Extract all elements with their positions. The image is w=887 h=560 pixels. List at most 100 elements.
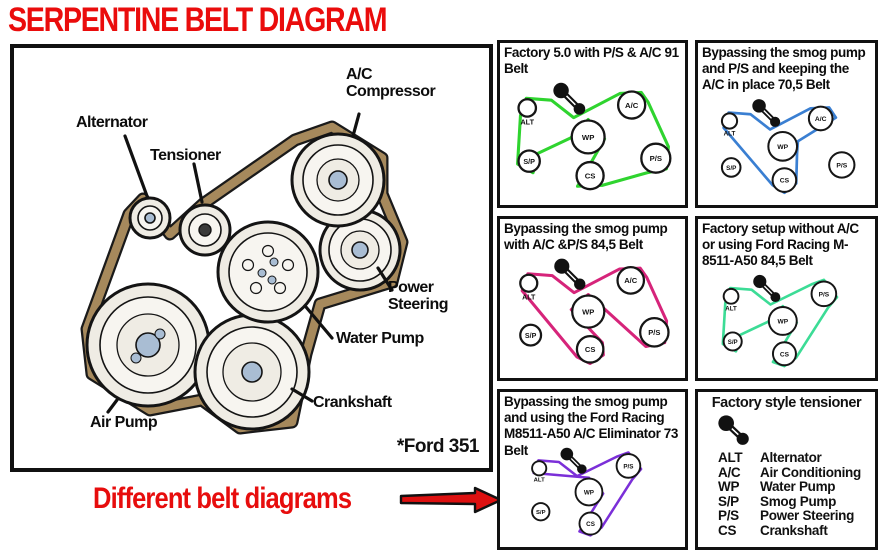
panel-title: Bypassing the smog pump and P/S and keep…: [702, 45, 866, 93]
legend-row: ALT Alternator: [718, 450, 875, 466]
cs-pulley: [578, 511, 603, 536]
legend-abbr: A/C: [718, 464, 741, 480]
ac-leader-line: [351, 112, 361, 138]
tensioner-icon: [553, 83, 586, 116]
alt-pulley: [517, 98, 538, 119]
red-arrow-icon: [399, 486, 503, 514]
wp-pulley: [767, 305, 798, 336]
panel-legend: Factory style tensioner ALT Alternator A/…: [695, 389, 878, 550]
wp-label: WP: [778, 318, 789, 325]
alt-pulley: [722, 287, 740, 305]
legend-name: Smog Pump: [760, 493, 837, 509]
panel-factory-91-belt: Factory 5.0 with P/S & A/C 91 Belt ALT A…: [497, 40, 688, 208]
ps-label: P/S: [819, 291, 830, 298]
sp-label: S/P: [525, 332, 537, 340]
alt-label: ALT: [522, 294, 536, 302]
water-pump-pulley: [216, 220, 320, 324]
legend-abbr: S/P: [718, 493, 739, 509]
main-diagram-panel: Alternator Tensioner A/C Compressor Powe…: [10, 44, 493, 472]
label-alternator: Alternator: [76, 114, 148, 131]
panel-title: Factory 5.0 with P/S & A/C 91 Belt: [504, 45, 679, 77]
alternator-pulley: [128, 196, 172, 240]
ps-label: P/S: [623, 463, 633, 470]
ac-label: A/C: [624, 277, 638, 286]
belt-route-diagram: ALT P/S WP S/P CS: [721, 274, 839, 367]
legend-abbr: ALT: [718, 450, 743, 465]
wp-label: WP: [777, 143, 788, 150]
cs-label: CS: [780, 351, 790, 358]
legend-row: S/P Smog Pump: [718, 493, 875, 510]
panel-factory-no-ac: Factory setup without A/C or using Ford …: [695, 216, 878, 381]
sp-pulley: [531, 501, 551, 522]
power-steering-leader-line: [376, 266, 394, 292]
panel-bypass-smog-with-ac-ps: Bypassing the smog pump with A/C &P/S 84…: [497, 216, 688, 381]
label-crankshaft: Crankshaft: [313, 394, 392, 411]
panel-title: Bypassing the smog pump and using the Fo…: [504, 394, 679, 458]
wp-pulley: [571, 294, 606, 330]
cs-label: CS: [586, 521, 595, 528]
page-title: SERPENTINE BELT DIAGRAM: [8, 1, 388, 39]
cs-pulley: [771, 340, 797, 366]
wp-pulley: [767, 130, 799, 162]
ps-pulley: [810, 280, 838, 307]
crankshaft-pulley: [193, 313, 311, 431]
ps-label: P/S: [836, 162, 847, 169]
sp-pulley: [519, 323, 543, 348]
sp-pulley: [517, 149, 541, 174]
engine-belt-illustration: [80, 112, 409, 435]
alt-label: ALT: [520, 118, 534, 127]
panel-ac-eliminator: Bypassing the smog pump and using the Fo…: [497, 389, 688, 550]
tensioner-icon: [718, 415, 749, 445]
wp-label: WP: [582, 308, 594, 317]
sp-pulley: [722, 331, 743, 352]
sp-label: S/P: [726, 165, 736, 172]
ps-pulley: [828, 150, 856, 179]
ac-pulley: [807, 105, 834, 131]
panel-bypass-smog-ps-keep-ac: Bypassing the smog pump and P/S and keep…: [695, 40, 878, 208]
wp-pulley: [570, 119, 606, 155]
cs-pulley: [771, 166, 798, 193]
wp-label: WP: [584, 489, 594, 496]
wp-pulley: [574, 477, 604, 507]
ps-pulley: [640, 142, 672, 175]
alt-pulley: [720, 111, 739, 130]
caption-different-belt-diagrams: Different belt diagrams: [93, 482, 352, 515]
legend-name: Crankshaft: [760, 522, 828, 538]
ps-pulley: [615, 452, 642, 479]
label-ac-compressor: A/C Compressor: [346, 66, 436, 101]
legend-name: Alternator: [760, 450, 822, 465]
belt-route-diagram: ALT A/C WP S/P CS P/S: [519, 259, 670, 366]
legend-abbr: CS: [718, 522, 737, 538]
tensioner-icon: [753, 274, 781, 302]
legend-title: Factory style tensioner: [711, 395, 862, 411]
ps-label: P/S: [648, 329, 660, 338]
tensioner-leader-line: [192, 162, 204, 204]
belt-route-diagram: ALT A/C WP S/P CS P/S: [516, 83, 672, 191]
ps-pulley: [639, 317, 670, 348]
cs-pulley: [575, 161, 605, 191]
label-water-pump: Water Pump: [336, 330, 424, 347]
label-power-steering: Power Steering: [388, 279, 449, 314]
sp-pulley: [720, 156, 742, 178]
label-air-pump: Air Pump: [90, 414, 158, 431]
alt-label: ALT: [534, 477, 545, 483]
belt-route-diagram: ALT A/C WP S/P CS P/S: [720, 98, 856, 194]
label-tensioner: Tensioner: [150, 147, 221, 164]
tensioner-icon: [560, 447, 587, 474]
panel-title: Factory setup without A/C or using Ford …: [702, 221, 859, 269]
air-pump-leader-line: [106, 398, 119, 414]
legend-name: Water Pump: [760, 479, 836, 494]
serpentine-belt: [82, 122, 407, 433]
air-pump-pulley: [85, 282, 211, 408]
legend-abbr: P/S: [718, 508, 739, 523]
ps-label: P/S: [650, 154, 662, 163]
panel-title: Bypassing the smog pump with A/C &P/S 84…: [504, 221, 668, 253]
ac-pulley: [616, 266, 646, 296]
sp-label: S/P: [536, 510, 546, 516]
cs-label: CS: [780, 177, 790, 184]
cs-pulley: [575, 335, 605, 365]
